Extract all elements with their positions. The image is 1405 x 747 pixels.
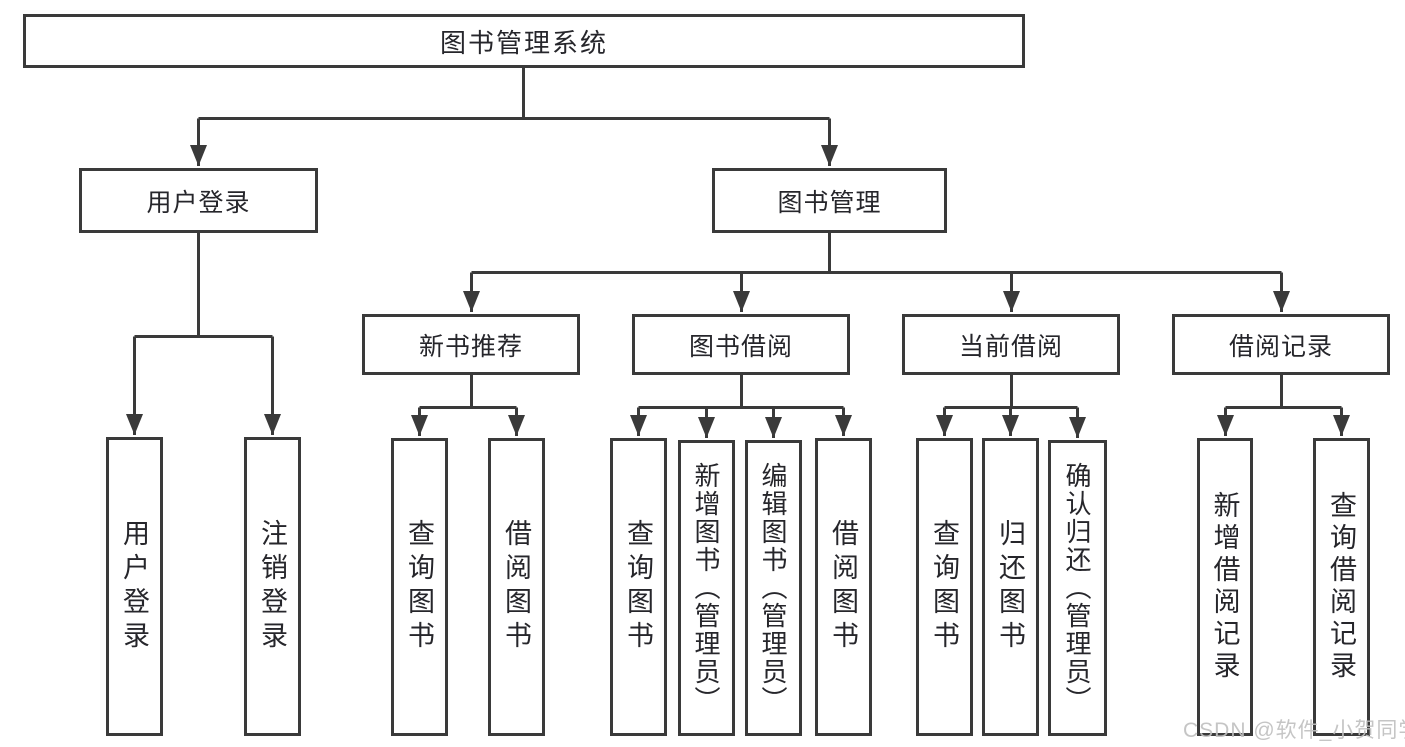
csdn-watermark: CSDN @软件_小贺同学 (1183, 719, 1405, 742)
node-current-borrowing: 当前借阅 (902, 314, 1120, 375)
connector-newbook-stem (419, 375, 517, 409)
leaf-query-borrow-record: 查询借阅记录 (1313, 438, 1370, 736)
node-book-management: 图书管理 (712, 168, 947, 233)
connector-currentborrow-stem (944, 375, 1078, 409)
connector-root-stem (198, 68, 830, 120)
node-root: 图书管理系统 (23, 14, 1025, 68)
leaf-logout: 注销登录 (244, 437, 301, 736)
leaf-borrow-books-recommend: 借阅图书 (488, 438, 545, 736)
leaf-user-login: 用户登录 (106, 437, 163, 736)
connector-bookborrow-stem (638, 375, 844, 409)
leaf-query-books-borrowing: 查询图书 (610, 438, 667, 736)
node-book-borrowing: 图书借阅 (632, 314, 850, 375)
node-borrowing-records: 借阅记录 (1172, 314, 1390, 375)
leaf-query-books-current: 查询图书 (916, 438, 973, 736)
leaf-return-books: 归还图书 (982, 438, 1039, 736)
connector-records-stem (1225, 375, 1342, 409)
node-new-book-recommend: 新书推荐 (362, 314, 580, 375)
leaf-query-books-recommend: 查询图书 (391, 438, 448, 736)
leaf-add-borrow-record: 新增借阅记录 (1197, 438, 1253, 736)
leaf-edit-book-admin: 编辑图书（管理员） (745, 440, 802, 736)
node-user-login: 用户登录 (79, 168, 318, 233)
leaf-confirm-return-admin: 确认归还（管理员） (1048, 440, 1107, 736)
leaf-add-book-admin: 新增图书（管理员） (678, 440, 735, 736)
connector-bookmgmt-stem (471, 233, 1282, 274)
leaf-borrow-books-borrowing: 借阅图书 (815, 438, 872, 736)
connector-userlogin-stem (134, 233, 273, 338)
